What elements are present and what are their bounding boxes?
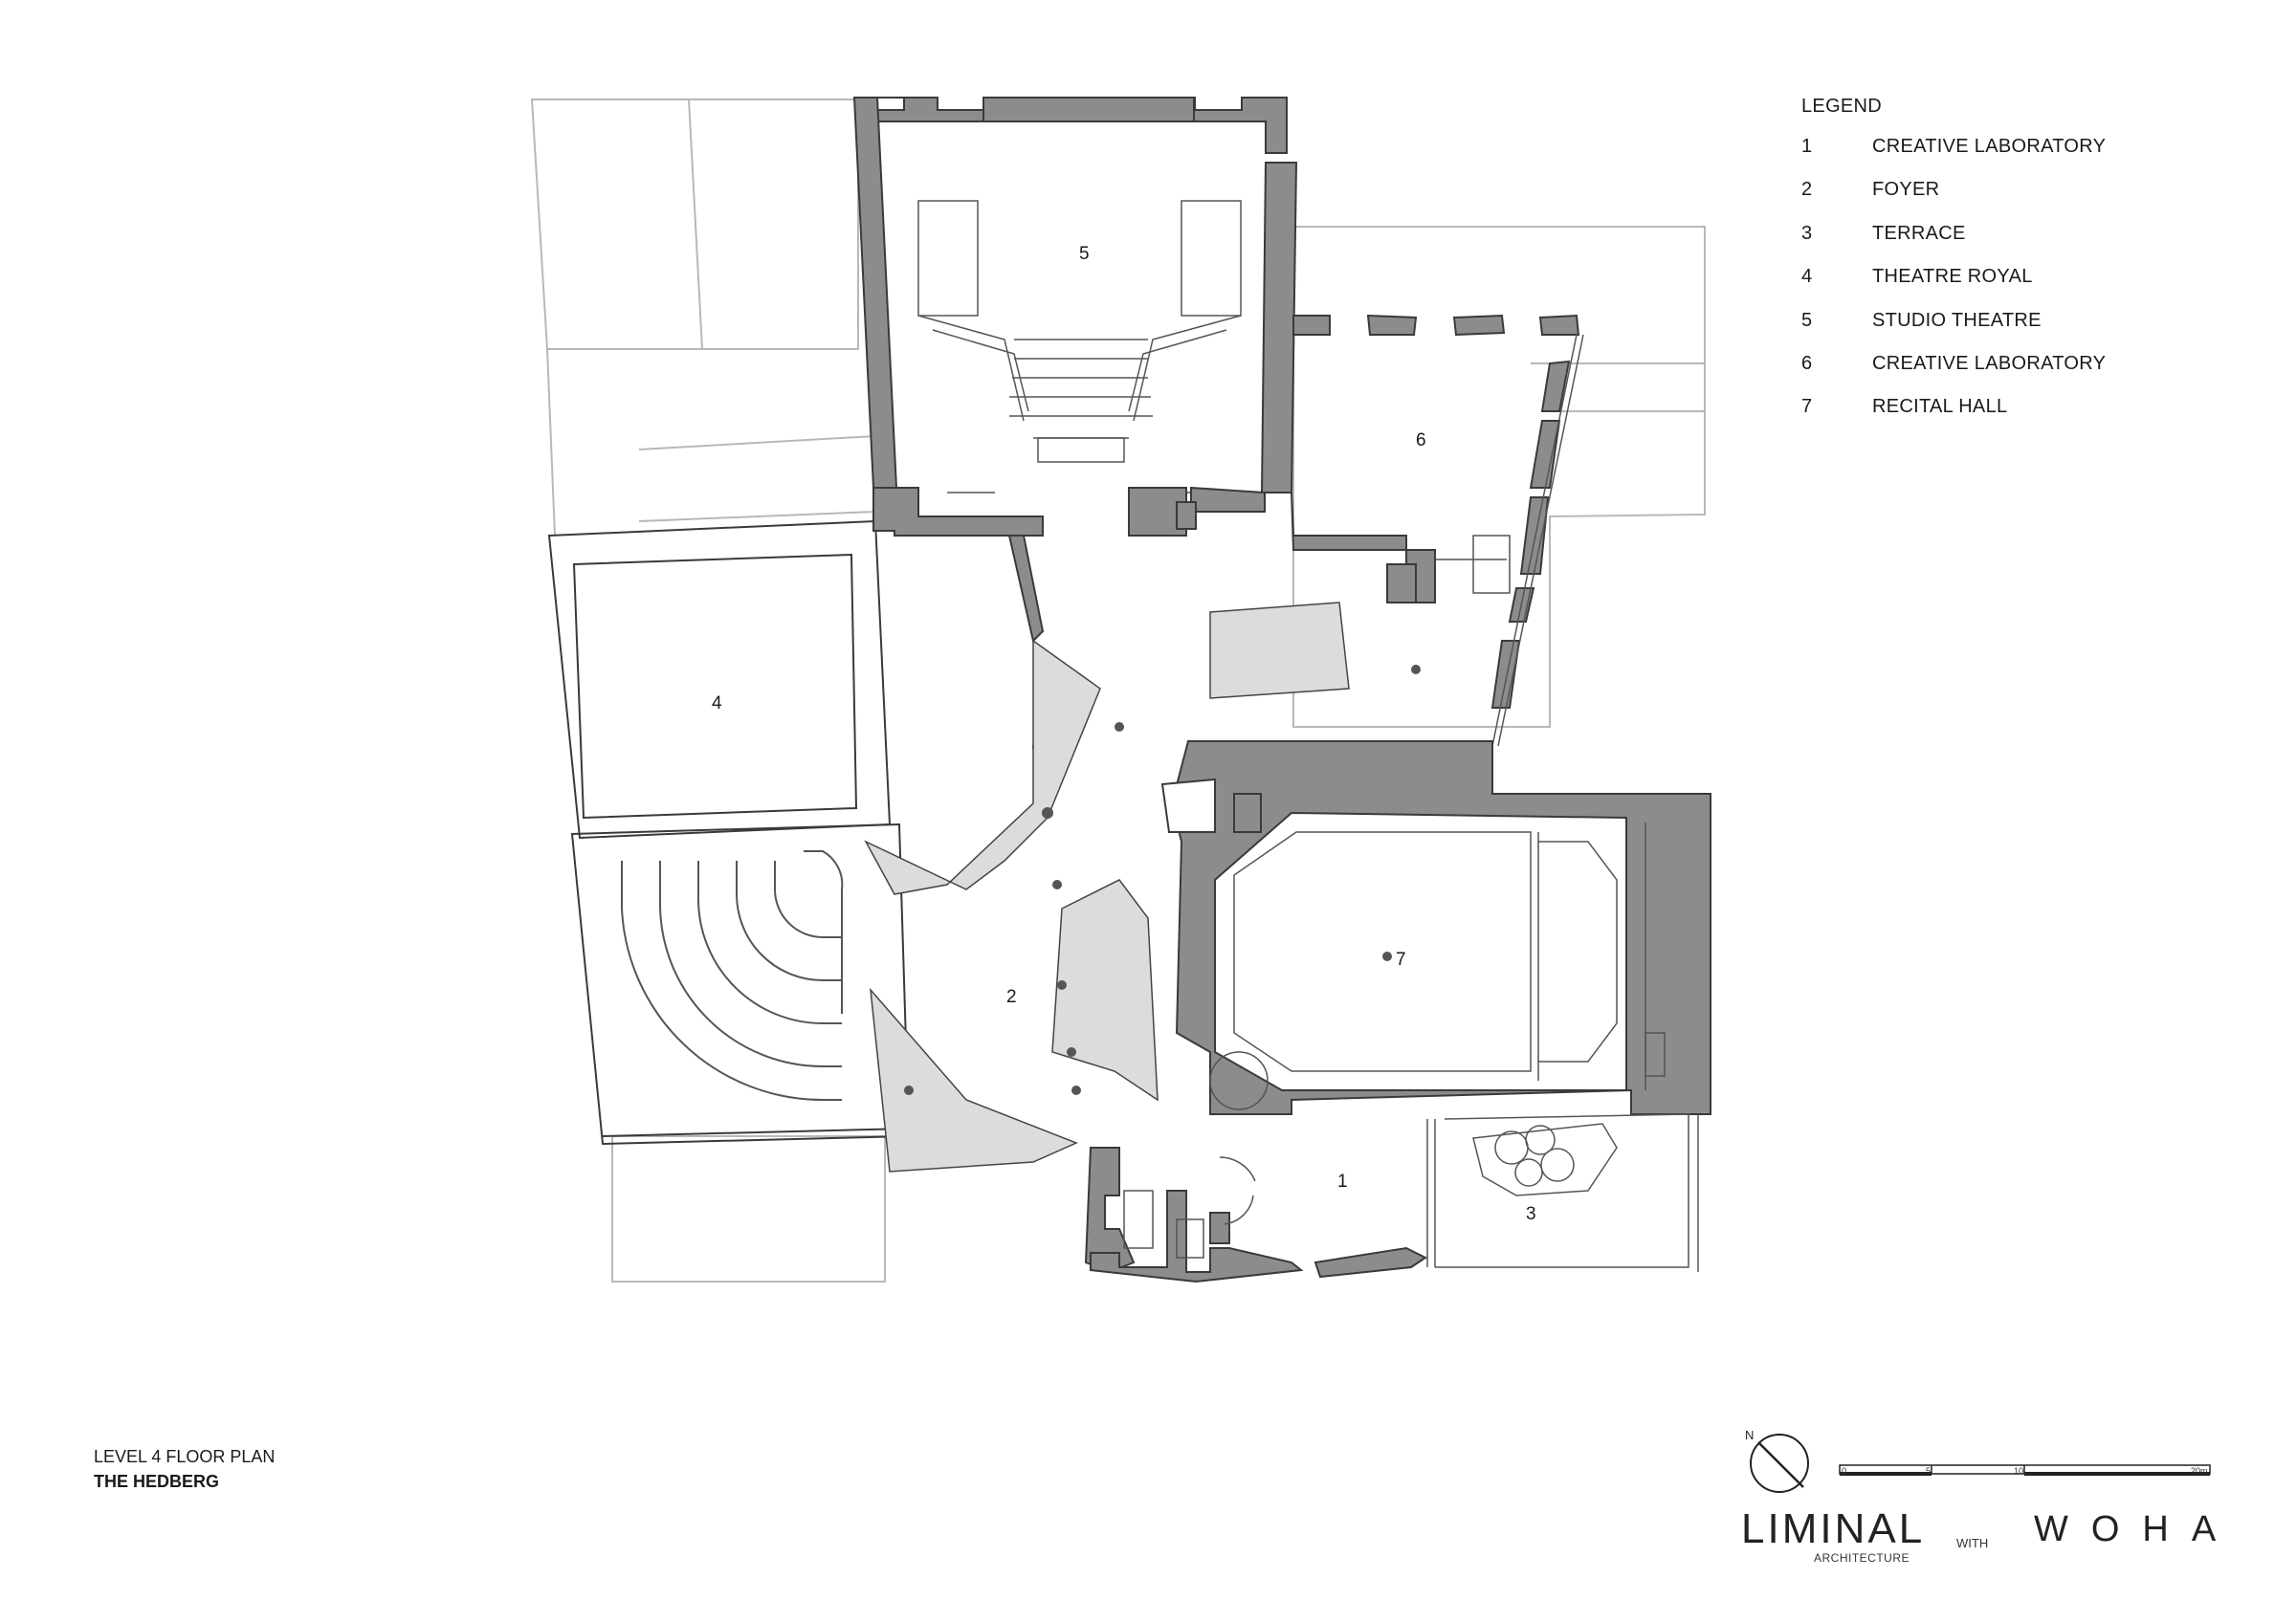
creative-lab-6-outline [1435, 334, 1584, 747]
south-block-walls [1084, 1147, 1427, 1283]
project-name: THE HEDBERG [94, 1472, 220, 1491]
legend-title: LEGEND [1801, 96, 1883, 117]
room-label-5: 5 [1079, 244, 1090, 264]
scale-tick-0: 0 [1842, 1466, 1846, 1476]
scale-bar: 0 5 10 20m [1839, 1464, 2211, 1476]
legend-label: THEATRE ROYAL [1872, 266, 2033, 288]
room-labels: 1 2 3 4 5 6 7 [712, 244, 1536, 1224]
legend-label: CREATIVE LABORATORY [1872, 136, 2107, 157]
legend-item: 4 THEATRE ROYAL [1801, 266, 2106, 309]
room-label-6: 6 [1416, 430, 1426, 450]
legend-number: 1 [1801, 136, 1813, 157]
scale-tick-5: 5 [1926, 1466, 1931, 1476]
title-block: LEVEL 4 FLOOR PLAN THE HEDBERG [94, 1444, 275, 1494]
legend-label: STUDIO THEATRE [1872, 309, 2042, 331]
legend-item: 2 FOYER [1801, 179, 2106, 222]
drawing-title: LEVEL 4 FLOOR PLAN [94, 1447, 276, 1466]
legend-item: 5 STUDIO THEATRE [1801, 310, 2106, 353]
foyer-columns [904, 665, 1421, 1095]
legend-number: 4 [1801, 266, 1813, 288]
scale-tick-10: 10 [2014, 1466, 2023, 1476]
room-label-3: 3 [1526, 1204, 1536, 1224]
recital-hall-interior [1209, 822, 1666, 1110]
context-buildings [530, 99, 1706, 1283]
legend-label: FOYER [1872, 179, 1940, 201]
studio-theatre-seating [917, 200, 1244, 493]
recital-hall-walls [1160, 740, 1711, 1115]
liminal-logo: LIMINAL [1741, 1505, 1926, 1552]
legend-number: 2 [1801, 179, 1813, 201]
legend-label: RECITAL HALL [1872, 396, 2008, 418]
north-arrow: N [1745, 1428, 1809, 1493]
studio-theatre-walls [852, 97, 1298, 493]
woha-logo: WOHA [2034, 1509, 2240, 1549]
legend-label: TERRACE [1872, 222, 1966, 244]
legend-label: CREATIVE LABORATORY [1872, 352, 2107, 374]
legend-number: 6 [1801, 352, 1813, 374]
south-block-outline [1123, 1113, 1699, 1272]
legend-number: 5 [1801, 309, 1813, 331]
legend-item: 1 CREATIVE LABORATORY [1801, 136, 2106, 179]
theatre-royal [547, 519, 911, 1146]
legend-item: 6 CREATIVE LABORATORY [1801, 353, 2106, 396]
legend: LEGEND 1 CREATIVE LABORATORY 2 FOYER 3 T… [1801, 96, 2106, 440]
creative-lab-6-walls [1291, 314, 1580, 709]
legend-item: 3 TERRACE [1801, 223, 2106, 266]
room-label-7: 7 [1396, 950, 1406, 970]
foyer-shaded-zones [864, 602, 1350, 1173]
room-label-1: 1 [1337, 1172, 1348, 1192]
liminal-logo-subtitle: ARCHITECTURE [1814, 1551, 1910, 1565]
scale-tick-20: 20m [2191, 1466, 2208, 1476]
with-label: WITH [1956, 1536, 1989, 1550]
legend-item: 7 RECITAL HALL [1801, 396, 2106, 439]
legend-number: 7 [1801, 396, 1813, 418]
room-label-4: 4 [712, 693, 722, 713]
legend-number: 3 [1801, 222, 1813, 244]
room-label-2: 2 [1006, 987, 1017, 1007]
north-label: N [1745, 1428, 1754, 1442]
